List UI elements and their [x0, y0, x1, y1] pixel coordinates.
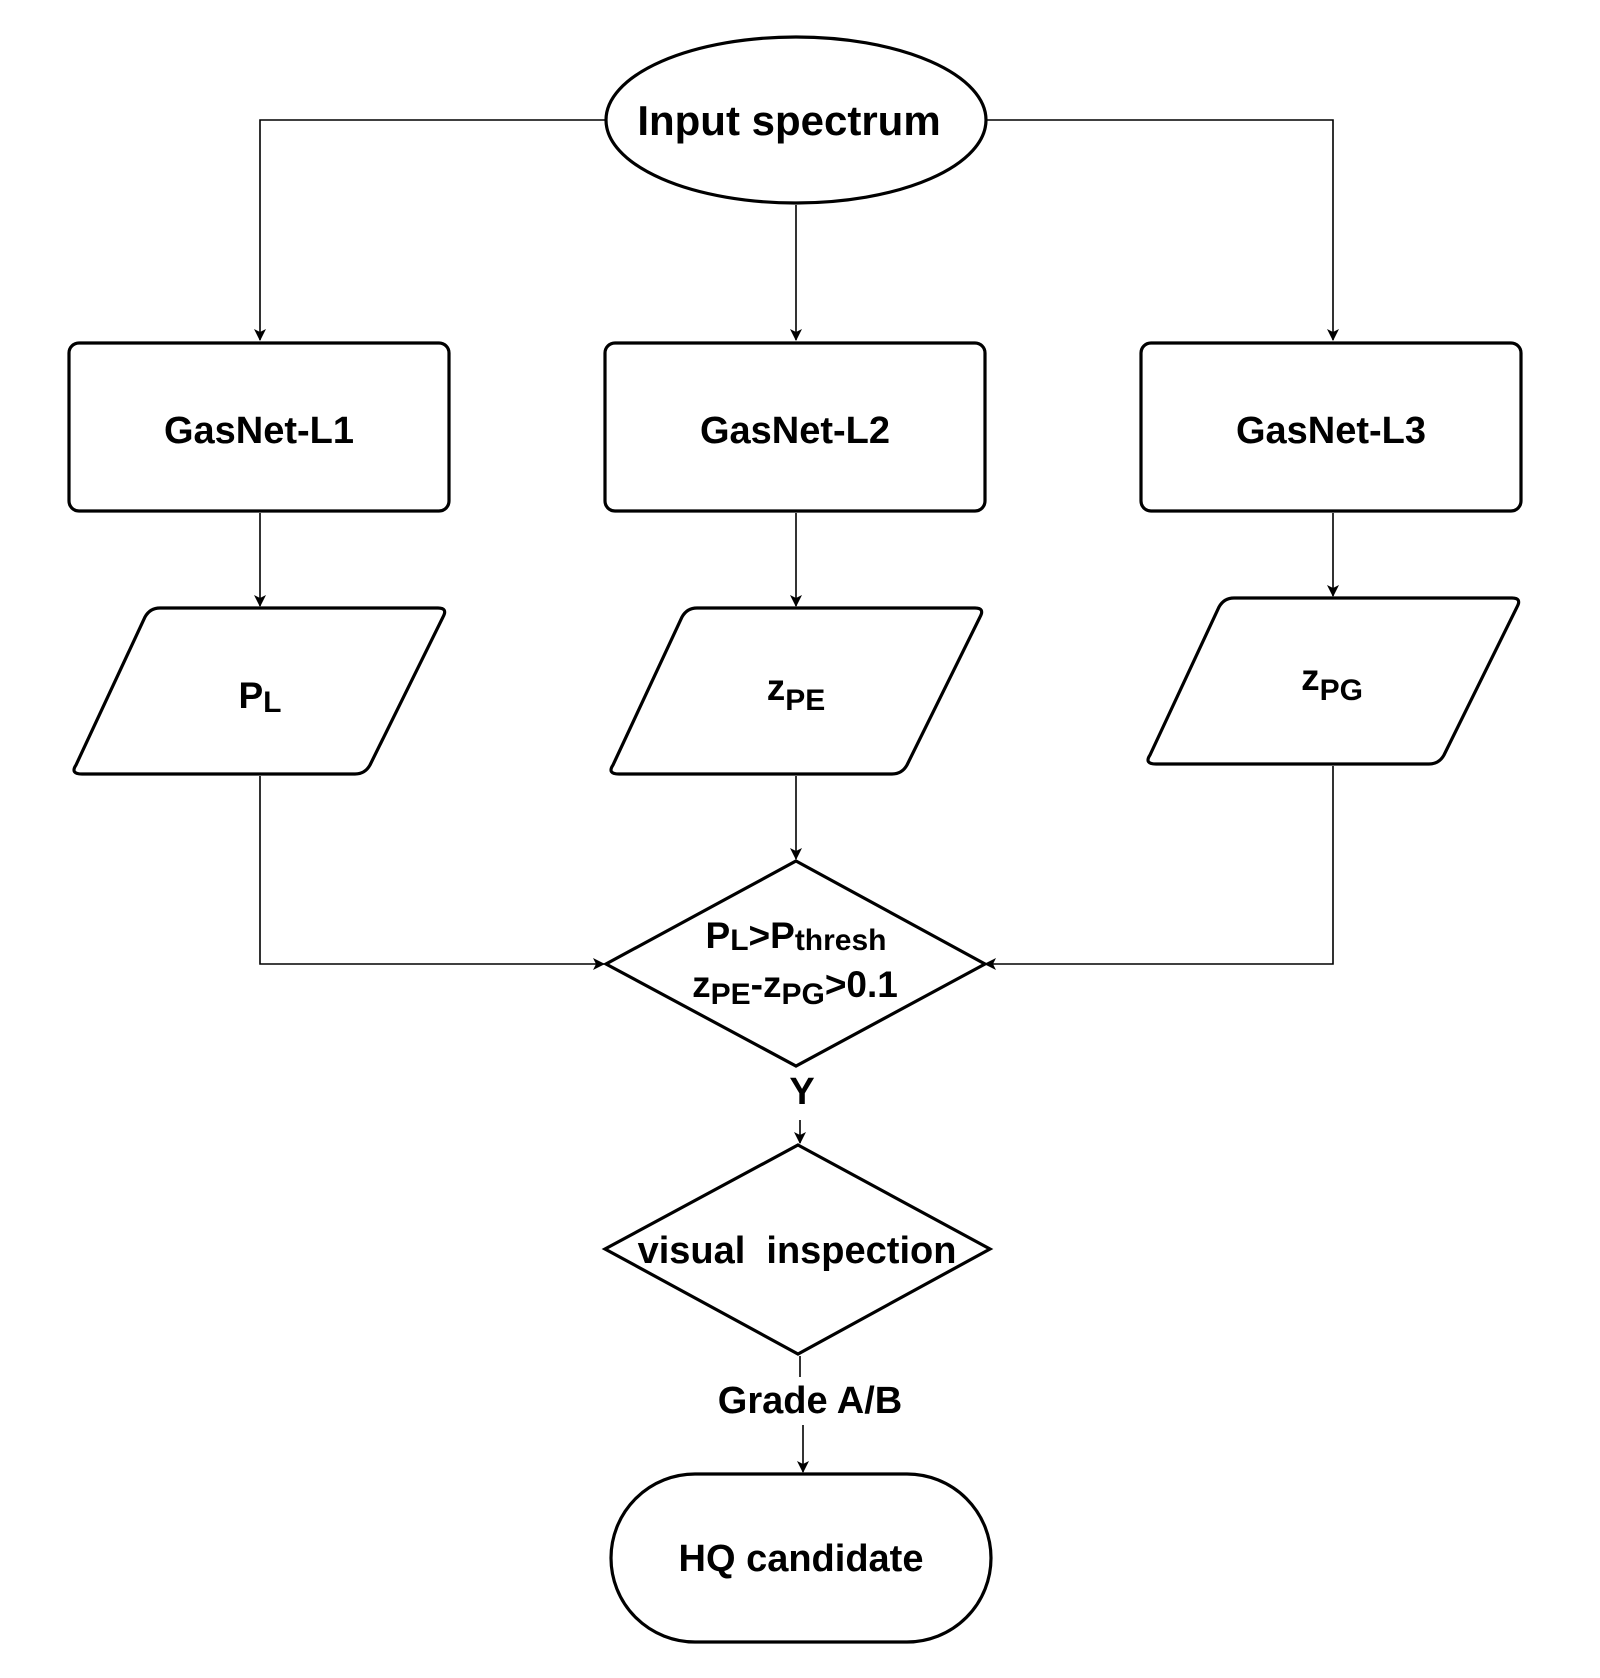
- hq-candidate-terminal: [609, 1472, 993, 1644]
- gasnet-l2-node: GasNet-L2: [603, 341, 987, 513]
- gasnet-l1-node: GasNet-L1: [67, 341, 451, 513]
- edge-input-to-l3: [986, 119, 1339, 341]
- output-zpg-node: zPG: [1146, 596, 1521, 766]
- threshold-decision-line2: zPE-zPG>0.1: [692, 964, 898, 1011]
- gasnet-l3-node: GasNet-L3: [1139, 341, 1523, 513]
- hq-candidate-node: HQ candidate: [609, 1472, 993, 1644]
- output-pl-label: PL: [238, 675, 281, 719]
- output-zpe-parallelogram: [609, 606, 984, 776]
- hq-candidate-label: HQ candidate: [679, 1538, 924, 1580]
- output-pl-parallelogram: [72, 606, 447, 776]
- gasnet-l1-box: [67, 341, 451, 513]
- output-zpe-node: zPE: [609, 606, 984, 776]
- visual-inspection-diamond: [601, 1143, 994, 1356]
- input-spectrum-node: Input spectrum: [604, 35, 988, 205]
- gasnet-l3-label: GasNet-L3: [1236, 410, 1426, 452]
- output-zpg-parallelogram: [1146, 596, 1521, 766]
- threshold-decision-line1: PL>Pthresh: [706, 915, 887, 957]
- threshold-decision-diamond: [602, 859, 989, 1068]
- output-zpg-label: zPG: [1301, 657, 1363, 707]
- gasnet-l2-label: GasNet-L2: [700, 410, 890, 452]
- input-spectrum-ellipse: [604, 35, 988, 205]
- output-pl-node: PL: [72, 606, 447, 776]
- gasnet-l2-box: [603, 341, 987, 513]
- yes-label: Y: [789, 1071, 814, 1113]
- edges: [254, 119, 1339, 1473]
- input-spectrum-label: Input spectrum: [637, 97, 940, 144]
- edge-input-to-l1: [254, 119, 605, 341]
- gasnet-l1-label: GasNet-L1: [164, 410, 354, 452]
- visual-inspection-label: visual inspection: [638, 1230, 957, 1272]
- edge-out-l1-to-decision: [259, 776, 605, 970]
- grade-label: Grade A/B: [718, 1380, 902, 1422]
- edge-out-l3-to-decision: [984, 766, 1334, 970]
- visual-inspection-node: visual inspection: [601, 1143, 994, 1356]
- output-zpe-label: zPE: [767, 667, 826, 717]
- threshold-decision-node: PL>Pthresh zPE-zPG>0.1: [602, 859, 989, 1068]
- gasnet-l3-box: [1139, 341, 1523, 513]
